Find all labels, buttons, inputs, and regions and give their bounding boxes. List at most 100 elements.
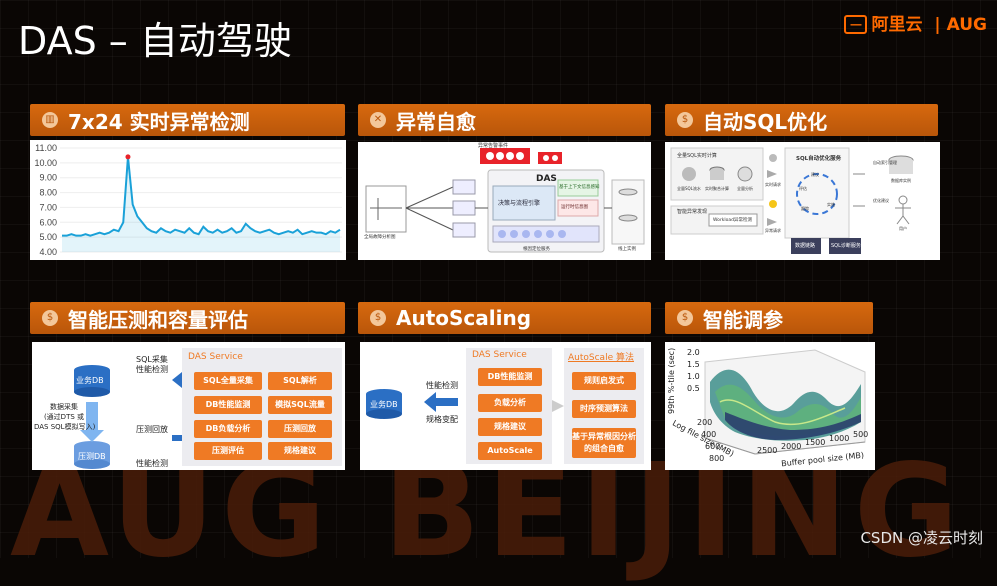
z-tick-1: 1.0 bbox=[687, 372, 700, 381]
btn-spec-advice-2: 规格建议 bbox=[478, 418, 542, 436]
y-tick-label: 6.00 bbox=[39, 217, 57, 227]
x-tick-2500: 2500 bbox=[757, 446, 778, 455]
user-label: 用户 bbox=[899, 226, 907, 231]
replay-label: 压测回放 bbox=[136, 425, 168, 434]
business-db-label: 业务DB bbox=[76, 376, 104, 385]
global-fault-label: 全局故障分析图 bbox=[364, 235, 396, 240]
autoscale-algo-title: AutoScale 算法 bbox=[568, 353, 634, 363]
x-tick-1000: 1000 bbox=[829, 434, 850, 443]
suggest-label: 建议 bbox=[811, 172, 819, 177]
z-tick-2: 2.0 bbox=[687, 348, 700, 357]
section-banner-self-healing: ✕异常自愈 bbox=[358, 104, 651, 136]
engine-label: 决策与流程引擎 bbox=[498, 200, 541, 207]
track-label: 跟踪 bbox=[801, 206, 809, 211]
implement-label: 实施 bbox=[827, 202, 835, 207]
smart-detect-label: 智能异常发现 bbox=[677, 209, 708, 215]
spec-change-label: 规格变配 bbox=[426, 415, 458, 424]
x-tick-1500: 1500 bbox=[805, 438, 826, 447]
chart-icon: ▥ bbox=[42, 112, 58, 128]
z-tick-0-5: 0.5 bbox=[687, 384, 700, 393]
page-title: DAS – 自动驾驶 bbox=[18, 19, 292, 63]
sql-optimization-diagram: 全量SQL实时计算 全量SQL流水 实时聚合计算 全量分析 实时请求 智能异常发… bbox=[665, 142, 940, 260]
stress-test-diagram: SQL采集 性能检测 业务DB 压测DB 数据采集 (通过DTS 或 DAS S… bbox=[32, 342, 345, 470]
y-tick-400: 400 bbox=[701, 430, 717, 439]
btn-load-analysis: DB负载分析 bbox=[194, 420, 262, 438]
brand-logo: ―阿里云 |AUG bbox=[844, 10, 987, 35]
section-banner-anomaly-detection: ▥7x24 实时异常检测 bbox=[30, 104, 345, 136]
data-link-label: 数据链路 bbox=[795, 243, 816, 249]
x-tick-2000: 2000 bbox=[781, 442, 802, 451]
section-banner-tuning: $智能调参 bbox=[665, 302, 873, 334]
tuning-surface-svg bbox=[704, 349, 866, 455]
y-tick-label: 11.00 bbox=[35, 143, 57, 153]
tuning-surface-panel: 99th %-tile (sec) 2.0 1.5 1.0 0.5 200 40… bbox=[665, 342, 875, 470]
das-box-title: DAS bbox=[536, 174, 557, 184]
optimize-advice-label: 优化建议 bbox=[873, 198, 889, 203]
y-tick-label: 5.00 bbox=[39, 232, 57, 242]
y-tick-600: 600 bbox=[705, 442, 721, 451]
online-instance-label: 线上实例 bbox=[618, 247, 636, 252]
btn-replay: 压测回放 bbox=[268, 420, 332, 438]
full-sql-label: 全量SQL实时计算 bbox=[677, 153, 717, 159]
sql-service-label: SQL自动优化服务 bbox=[796, 156, 842, 162]
dollar-icon: $ bbox=[677, 112, 693, 128]
sql-optimization-svg bbox=[670, 147, 914, 254]
sql-stream-label: 全量SQL流水 bbox=[677, 186, 701, 191]
db-instance-label: 数据库实例 bbox=[891, 178, 911, 183]
realtime-agg-label: 实时聚合计算 bbox=[705, 186, 729, 191]
btn-rule-heuristic: 规则启发式 bbox=[572, 372, 636, 390]
autoscaling-diagram: 业务DB 性能检测 规格变配 DAS Service AutoScale 算法 … bbox=[360, 342, 651, 470]
self-healing-diagram: 异常告警事件 DAS 决策与流程引擎 基于上下文信息感知 运行时信息图 根因定位… bbox=[358, 142, 651, 260]
y-tick-800: 800 bbox=[709, 454, 725, 463]
dollar-icon: $ bbox=[42, 310, 58, 326]
aliyun-logo-icon: ― bbox=[844, 15, 868, 34]
btn-db-monitor-2: DB性能监测 bbox=[478, 368, 542, 386]
credit-label: CSDN @凌云时刻 bbox=[860, 529, 983, 547]
btn-evaluate: 压测评估 bbox=[194, 442, 262, 460]
y-tick-label: 7.00 bbox=[39, 202, 57, 212]
btn-autoscale: AutoScale bbox=[478, 442, 542, 460]
btn-sql-collect: SQL全量采集 bbox=[194, 372, 262, 390]
brand-separator: | bbox=[934, 15, 941, 35]
sql-collect-label: SQL采集 bbox=[136, 355, 168, 364]
close-icon: ✕ bbox=[370, 112, 386, 128]
series-area bbox=[62, 156, 340, 252]
anomaly-point bbox=[125, 154, 131, 160]
das-service-title: DAS Service bbox=[188, 352, 243, 362]
section-banner-autoscaling: $AutoScaling bbox=[358, 302, 651, 334]
alert-event-box bbox=[480, 148, 530, 164]
runtime-graph-label: 运行时信息图 bbox=[561, 205, 588, 210]
btn-rootcause-heal: 基于异常根因分析的组合自愈 bbox=[572, 428, 636, 458]
exception-request-label: 异常请求 bbox=[765, 228, 781, 233]
evaluate-label: 评估 bbox=[799, 186, 807, 191]
y-tick-label: 10.00 bbox=[34, 158, 57, 168]
series-line bbox=[62, 156, 341, 237]
btn-db-monitor: DB性能监测 bbox=[194, 396, 262, 414]
y-tick-label: 4.00 bbox=[39, 247, 57, 257]
z-tick-1-5: 1.5 bbox=[687, 360, 700, 369]
perf-detect-label: 性能检测 bbox=[136, 365, 168, 374]
z-axis-label: 99th %-tile (sec) bbox=[667, 347, 676, 414]
perf-detect-label-2: 性能检测 bbox=[426, 381, 458, 390]
brand-event: AUG bbox=[946, 15, 987, 35]
btn-sql-parse: SQL解析 bbox=[268, 372, 332, 390]
section-banner-stress-test: $智能压测和容量评估 bbox=[30, 302, 345, 334]
btn-load-analysis-2: 负载分析 bbox=[478, 394, 542, 412]
auto-index-label: 自动索引管理 bbox=[873, 160, 897, 165]
self-healing-svg bbox=[365, 148, 645, 253]
btn-sim-traffic: 模拟SQL流量 bbox=[268, 396, 332, 414]
data-collect-label: 数据采集 (通过DTS 或 DAS SQL模拟写入) bbox=[34, 403, 96, 431]
realtime-request-label: 实时请求 bbox=[765, 182, 781, 187]
section-banner-sql-optimization: $自动SQL优化 bbox=[665, 104, 938, 136]
full-analysis-label: 全量分析 bbox=[737, 186, 753, 191]
alert-event-label: 异常告警事件 bbox=[478, 143, 509, 149]
y-tick-label: 8.00 bbox=[39, 188, 57, 198]
dollar-icon: $ bbox=[677, 310, 693, 326]
dollar-icon: $ bbox=[370, 310, 386, 326]
x-tick-500: 500 bbox=[853, 430, 869, 439]
autoscale-business-db-label: 业务DB bbox=[370, 400, 398, 409]
brand-name: 阿里云 bbox=[871, 15, 923, 35]
root-cause-label: 根因定位服务 bbox=[523, 247, 550, 252]
workload-label: Workload异常检测 bbox=[713, 218, 753, 223]
